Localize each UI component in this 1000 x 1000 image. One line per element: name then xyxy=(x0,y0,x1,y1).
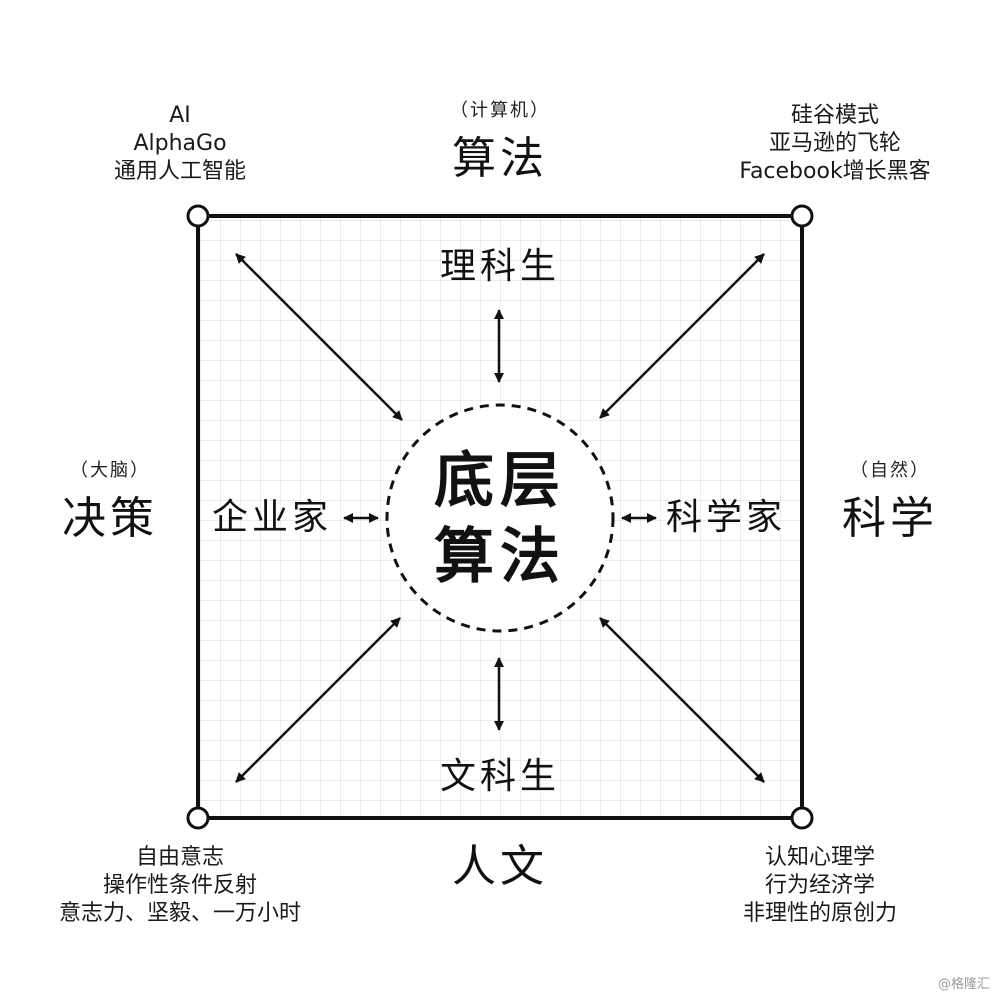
left-title: 决策 xyxy=(62,493,158,544)
corner-node-bottom-left xyxy=(186,806,210,830)
right-paren-label: （自然） xyxy=(850,460,930,481)
arrow-bottom-left xyxy=(235,617,401,783)
corner-text-bottom-right: 认知心理学 行为经济学 非理性的原创力 xyxy=(700,844,940,928)
inner-right-label: 科学家 xyxy=(665,497,786,538)
corner-text-bottom-left: 自由意志 操作性条件反射 意志力、坚毅、一万小时 xyxy=(30,844,330,928)
top-title: 算法 xyxy=(452,133,548,184)
inner-bottom-label: 文科生 xyxy=(439,756,560,797)
corner-top-right-line: Facebook增长黑客 xyxy=(739,159,931,184)
corner-top-left-line: 通用人工智能 xyxy=(113,159,246,184)
corner-top-left-line: AI xyxy=(169,103,191,128)
corner-bottom-right-line: 非理性的原创力 xyxy=(742,901,897,926)
main-square xyxy=(196,214,804,820)
corner-bottom-left-line: 自由意志 xyxy=(135,845,224,870)
left-paren-label: （大脑） xyxy=(70,460,150,481)
right-title: 科学 xyxy=(842,493,938,544)
corner-text-top-left: AI AlphaGo 通用人工智能 xyxy=(60,102,300,186)
center-title-line2: 算法 xyxy=(434,522,566,592)
corner-bottom-left-line: 操作性条件反射 xyxy=(102,873,257,898)
center-dashed-circle xyxy=(385,403,615,633)
arrow-top-right xyxy=(599,253,765,419)
corner-node-top-right xyxy=(790,204,814,228)
arrow-top-left xyxy=(235,253,403,421)
corner-top-right-line: 亚马逊的飞轮 xyxy=(768,131,901,156)
corner-top-left-line: AlphaGo xyxy=(133,131,227,156)
corner-bottom-right-line: 行为经济学 xyxy=(764,873,875,898)
corner-node-bottom-right xyxy=(790,806,814,830)
top-paren-label: （计算机） xyxy=(450,100,550,121)
watermark: @格隆汇 xyxy=(937,977,990,992)
arrow-bottom-right xyxy=(599,617,765,783)
corner-text-top-right: 硅谷模式 亚马逊的飞轮 Facebook增长黑客 xyxy=(690,102,980,186)
center-title-line1: 底层 xyxy=(434,446,566,516)
inner-top-label: 理科生 xyxy=(439,246,560,287)
corner-node-top-left xyxy=(186,204,210,228)
corner-top-right-line: 硅谷模式 xyxy=(790,103,879,128)
bottom-title: 人文 xyxy=(452,841,548,892)
inner-left-label: 企业家 xyxy=(211,497,332,538)
corner-bottom-left-line: 意志力、坚毅、一万小时 xyxy=(58,901,301,926)
corner-bottom-right-line: 认知心理学 xyxy=(764,845,875,870)
